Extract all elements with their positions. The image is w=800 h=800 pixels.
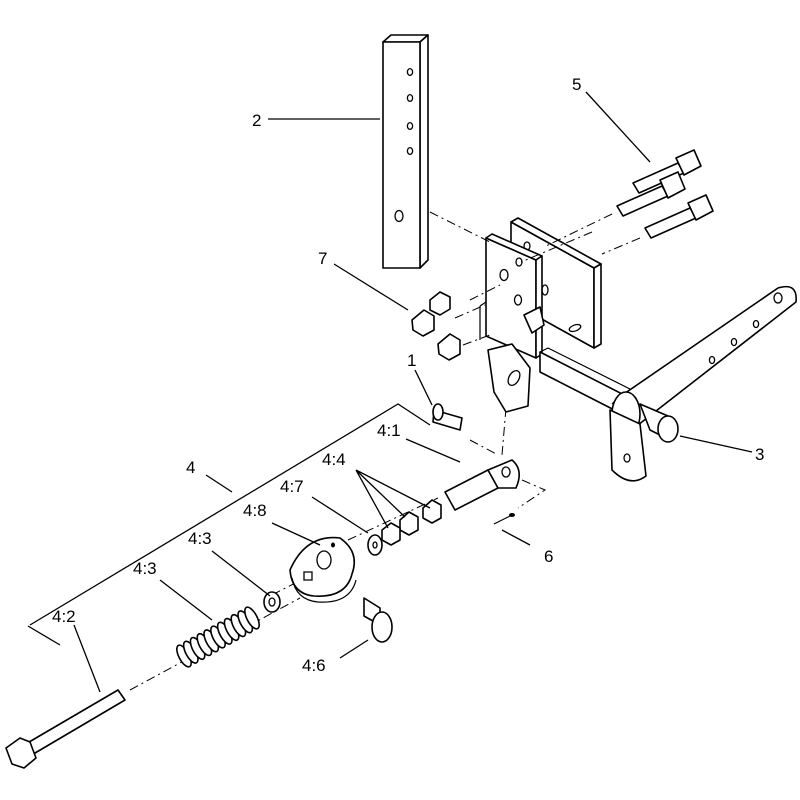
- part-2-square-tube: [382, 34, 429, 269]
- callout-4-2: 4:2: [52, 607, 76, 626]
- clevis-bracket: [487, 343, 531, 413]
- leader-lines: [27, 91, 753, 693]
- callout-labels: 2 5 7 1 3 4:1 4:4 4 4:7 4:8 4:3 4:3 4:2 …: [52, 75, 764, 675]
- callout-6: 6: [544, 547, 553, 566]
- part-4-4-washer: [263, 591, 281, 613]
- part-1-clevis-pin: [432, 403, 463, 431]
- callout-4-7: 4:7: [280, 477, 304, 496]
- part-3-arm: [609, 285, 797, 482]
- callout-4-4: 4:3: [188, 529, 212, 548]
- part-5-bolts: [616, 149, 714, 239]
- callout-2: 2: [252, 111, 261, 130]
- callout-4-8: 4:8: [243, 501, 267, 520]
- callout-5: 5: [572, 75, 581, 94]
- callout-7: 7: [318, 249, 327, 268]
- part-4-3-spring: [176, 606, 260, 668]
- callout-1: 1: [407, 351, 416, 370]
- part-6-cotter-pin: [493, 513, 515, 525]
- part-4-6-carriage-bolt: [363, 597, 393, 643]
- part-4-7-washer: [367, 534, 383, 556]
- callout-4-1: 4:1: [377, 421, 401, 440]
- part-4-8-cam-plate: [289, 536, 357, 603]
- callout-4-3: 4:3: [133, 559, 157, 578]
- pivot-shaft: [539, 323, 637, 419]
- part-4-1-clevis: [444, 459, 520, 511]
- callout-4-6: 4:6: [302, 656, 326, 675]
- callout-4: 4: [186, 458, 195, 477]
- front-plate: [479, 233, 545, 359]
- part-7-nuts: [411, 291, 461, 361]
- part-4-2-long-bolt: [5, 689, 126, 769]
- spring-coil: [244, 606, 260, 630]
- callout-3: 3: [755, 445, 764, 464]
- callout-4-5: 4:4: [322, 450, 346, 469]
- part-4-5-nuts: [381, 499, 442, 546]
